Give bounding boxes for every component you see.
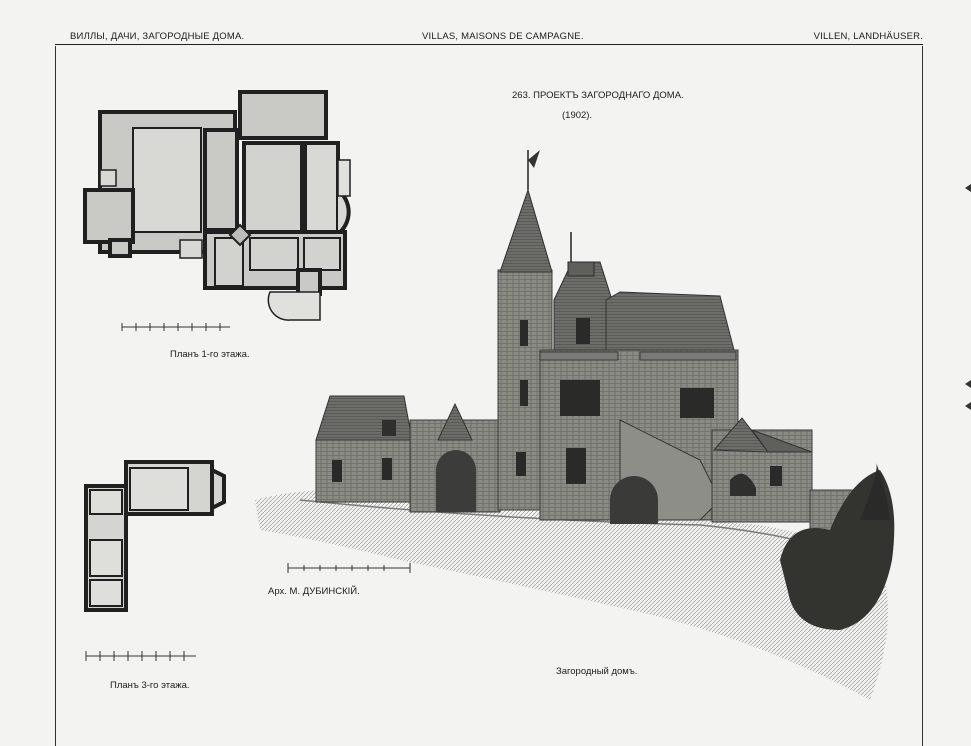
- plate-title: 263. ПРОЕКТЪ ЗАГОРОДНАГО ДОМА.: [512, 90, 684, 101]
- third-floor-plan: [84, 460, 226, 612]
- perspective-scale: [287, 563, 411, 573]
- edge-marker: [965, 184, 971, 192]
- architect-credit: Арх. М. ДУБИНСКІЙ.: [268, 586, 360, 597]
- first-floor-caption: Планъ 1-го этажа.: [170, 349, 250, 360]
- first-floor-plan: [83, 90, 351, 321]
- house-illustration: [255, 150, 895, 700]
- header-rule: [55, 44, 923, 45]
- first-floor-scale: [121, 323, 230, 331]
- header-center-title: VILLAS, MAISONS DE CAMPAGNE.: [422, 31, 584, 42]
- header-left-title: ВИЛЛЫ, ДАЧИ, ЗАГОРОДНЫЕ ДОМА.: [70, 31, 245, 42]
- page-frame: [55, 46, 923, 746]
- edge-marker: [965, 402, 971, 410]
- illustration-caption: Загородный домъ.: [556, 666, 638, 677]
- header-right-title: VILLEN, LANDHÄUSER.: [813, 31, 923, 42]
- edge-marker: [965, 380, 971, 388]
- third-floor-caption: Планъ 3-го этажа.: [110, 680, 190, 691]
- third-floor-scale: [85, 651, 196, 661]
- plate-year: (1902).: [562, 110, 593, 121]
